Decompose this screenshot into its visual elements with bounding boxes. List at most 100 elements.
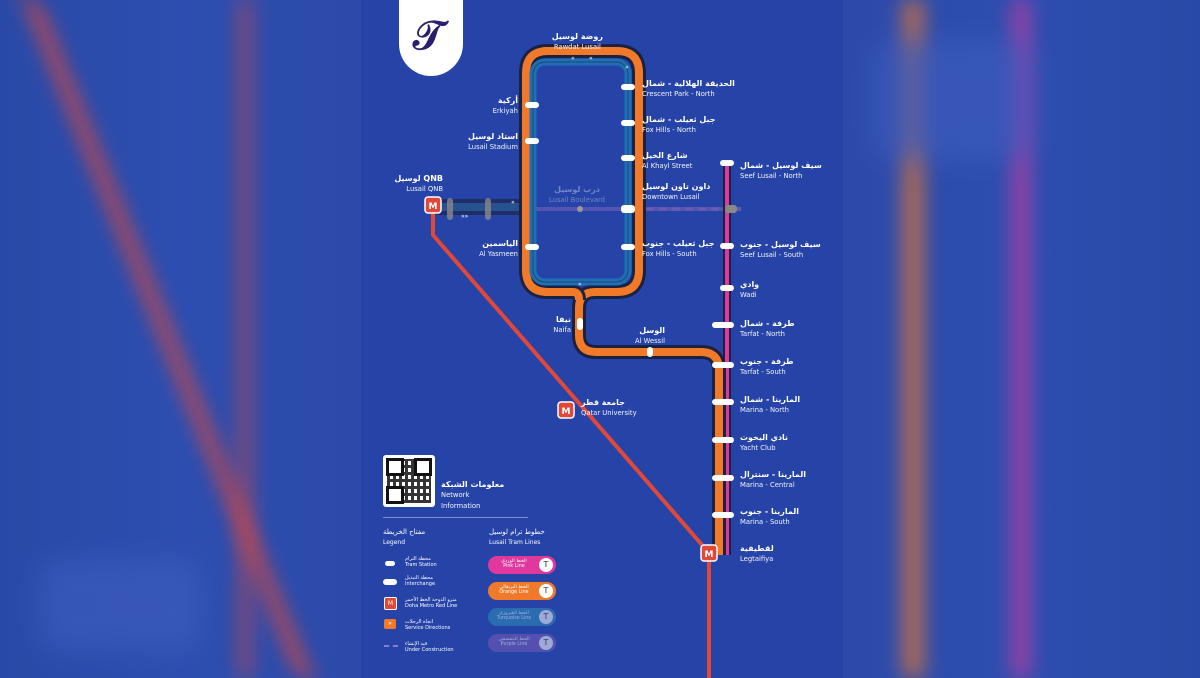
station-label-en: Al Yasmeen bbox=[479, 250, 518, 258]
station-label-en: Marina - South bbox=[740, 518, 790, 526]
lusail-tram-map: 𝒯 bbox=[361, 0, 843, 678]
svg-text:»»: »» bbox=[461, 213, 469, 220]
tram-logo-icon: 𝒯 bbox=[413, 12, 444, 59]
station-label-ar: طرفة - شمال bbox=[740, 319, 795, 328]
metro-red-line-icon: M bbox=[384, 597, 397, 610]
station-fox-hills-north: جبل ثعيلب - شمال Fox Hills - North bbox=[642, 114, 716, 136]
station-rawdat-lusail: روضة لوسيل Rawdat Lusail bbox=[552, 31, 603, 53]
station-label-en: Marina - Central bbox=[740, 481, 795, 489]
station-label-ar: لوسيل QNB bbox=[394, 174, 443, 183]
tram-line-icon: T bbox=[539, 636, 553, 650]
station-label-ar: استاد لوسيل bbox=[467, 132, 518, 141]
station-label-en: Tarfat - North bbox=[740, 330, 785, 338]
station-label-ar: الوسل bbox=[639, 326, 665, 335]
station-lusail-qnb: لوسيل QNB Lusail QNB bbox=[394, 173, 443, 195]
station-label-ar: المارينا - شمال bbox=[740, 395, 801, 404]
lusail-tram-logo: 𝒯 bbox=[399, 0, 463, 76]
network-info-en2: Information bbox=[441, 502, 481, 510]
tram-line-icon: T bbox=[539, 610, 553, 624]
station-label-ar: أركية bbox=[497, 96, 518, 105]
line-name-en: Orange Line bbox=[499, 590, 529, 595]
station-label-en: Crescent Park - North bbox=[642, 90, 715, 98]
station-fox-hills-south: جبل ثعيلب - جنوب Fox Hills - South bbox=[642, 238, 714, 260]
svg-text:«: « bbox=[571, 55, 575, 62]
line-name-en: Purple Line bbox=[500, 642, 528, 647]
station-seef-lusail-south: سيف لوسيل - جنوب Seef Lusail - South bbox=[740, 239, 821, 261]
station-al-khayl-street: شارع الخيل Al Khayl Street bbox=[642, 150, 692, 172]
station-label-ar: داون تاون لوسيل bbox=[642, 182, 711, 191]
station-label-ar: روضة لوسيل bbox=[551, 32, 603, 41]
station-label-ar: المارينا - سنترال bbox=[740, 470, 806, 479]
station-lusail-boulevard: درب لوسيل Lusail Boulevard bbox=[549, 184, 605, 206]
line-name-ar: الخط البرتقالي bbox=[499, 585, 529, 590]
station-label-ar: الياسمين bbox=[482, 239, 518, 248]
svg-text:M: M bbox=[705, 550, 714, 560]
station-tarfat-north: طرفة - شمال Tarfat - North bbox=[740, 318, 795, 340]
station-label-en: Yacht Club bbox=[740, 444, 776, 452]
station-label-ar: شارع الخيل bbox=[642, 151, 688, 160]
station-label-en: Al Khayl Street bbox=[642, 162, 693, 170]
station-label-ar: جبل ثعيلب - جنوب bbox=[642, 239, 715, 248]
station-label-ar: لقطيفية bbox=[740, 544, 774, 553]
station-label-ar: سيف لوسيل - جنوب bbox=[740, 240, 821, 249]
station-label-en: Rawdat Lusail bbox=[553, 43, 601, 51]
station-label-en: Naifa bbox=[553, 326, 571, 334]
station-label-ar: طرفة - جنوب bbox=[740, 357, 794, 366]
station-label-ar: نيفا bbox=[555, 315, 571, 324]
station-seef-lusail-north: سيف لوسيل - شمال Seef Lusail - North bbox=[740, 160, 822, 182]
station-label-en: Al Wessil bbox=[634, 337, 665, 345]
station-markers: M M M « « » » « »» bbox=[424, 55, 737, 562]
interchange-symbol bbox=[383, 579, 397, 585]
station-label-en: Fox Hills - South bbox=[642, 250, 697, 258]
blurred-background-left bbox=[0, 0, 361, 678]
network-info-label: معلومات الشبكة Network Information bbox=[441, 479, 504, 512]
station-label-en: Marina - North bbox=[740, 406, 789, 414]
station-label-ar: درب لوسيل bbox=[554, 185, 600, 194]
station-erkiyah: أركية Erkiyah bbox=[493, 95, 518, 117]
network-info-en1: Network bbox=[441, 491, 470, 499]
under-construction-symbol bbox=[384, 645, 398, 647]
station-label-en: Qatar University bbox=[581, 409, 637, 417]
svg-text:M: M bbox=[429, 202, 438, 212]
station-wadi: وادي Wadi bbox=[740, 279, 759, 301]
svg-text:»: » bbox=[625, 64, 629, 71]
station-naifa: نيفا Naifa bbox=[553, 314, 571, 336]
line-name-ar: الخط الفيروزي bbox=[499, 611, 529, 616]
tram-line-icon: T bbox=[539, 584, 553, 598]
station-al-wessil: الوسل Al Wessil bbox=[635, 325, 665, 347]
network-info-qr-code[interactable] bbox=[383, 455, 435, 507]
route-lines bbox=[431, 44, 741, 678]
station-tarfat-south: طرفة - جنوب Tarfat - South bbox=[740, 356, 794, 378]
station-label-en: Fox Hills - North bbox=[642, 126, 696, 134]
station-label-en: Wadi bbox=[740, 291, 757, 299]
station-label-ar: جامعة قطر bbox=[581, 398, 625, 407]
station-marina-central: المارينا - سنترال Marina - Central bbox=[740, 469, 806, 491]
station-label-en: Lusail Stadium bbox=[468, 143, 518, 151]
svg-text:«: « bbox=[511, 199, 515, 206]
station-label-en: Legtaifiya bbox=[740, 555, 774, 563]
service-direction-icon: » bbox=[384, 619, 396, 629]
station-yacht-club: نادي اليخوت Yacht Club bbox=[740, 432, 788, 454]
station-label-en: Erkiyah bbox=[492, 107, 518, 115]
station-label-en: Lusail Boulevard bbox=[549, 196, 605, 204]
legend-title-ar: مفتاح الخريطة bbox=[383, 528, 426, 536]
station-marina-south: المارينا - جنوب Marina - South bbox=[740, 506, 799, 528]
station-label-ar: الحديقة الهلالية - شمال bbox=[642, 79, 735, 88]
station-label-ar: نادي اليخوت bbox=[740, 433, 789, 442]
station-label-en: Seef Lusail - North bbox=[740, 172, 803, 180]
station-lusail-stadium: استاد لوسيل Lusail Stadium bbox=[468, 131, 518, 153]
network-info-ar: معلومات الشبكة bbox=[441, 480, 505, 489]
station-label-en: Tarfat - South bbox=[740, 368, 786, 376]
station-legtaifiya: لقطيفية Legtaifiya bbox=[740, 543, 774, 565]
station-label-ar: وادي bbox=[740, 280, 760, 289]
station-marina-north: المارينا - شمال Marina - North bbox=[740, 394, 800, 416]
blurred-background-right bbox=[843, 0, 1200, 678]
station-downtown-lusail: داون تاون لوسيل Downtown Lusail bbox=[642, 181, 710, 203]
divider bbox=[383, 517, 528, 518]
